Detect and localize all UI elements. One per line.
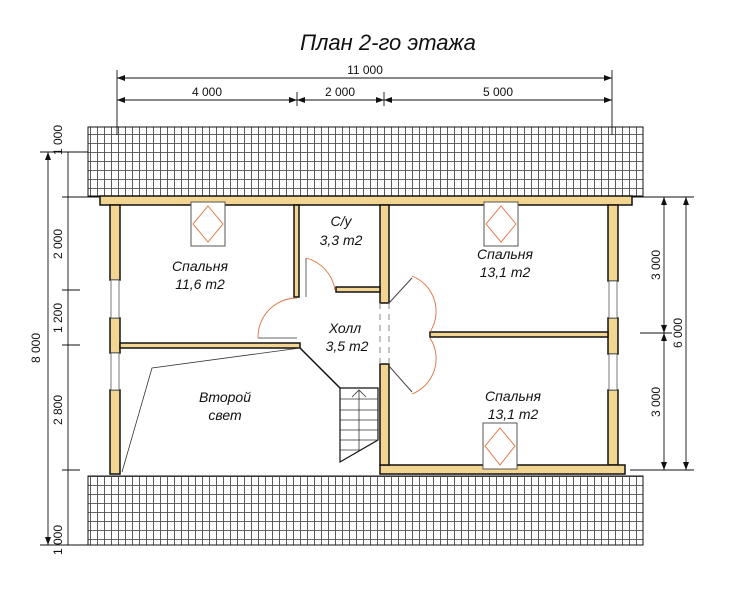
windows (110, 279, 618, 391)
dim-left-1: 1 000 (51, 125, 65, 155)
room-hall-name: Холл (328, 320, 361, 336)
doors (257, 257, 437, 395)
dim-top-1: 4 000 (192, 85, 222, 99)
room-bedroom-top-right-name: Спальня (477, 246, 533, 262)
dim-right-2: 3 000 (649, 387, 663, 417)
skylights (190, 201, 519, 470)
dim-left-4: 2 800 (51, 395, 65, 425)
dim-left-5: 1 000 (51, 525, 65, 555)
room-bathroom-name: С/у (331, 213, 353, 229)
dim-top-3: 5 000 (483, 85, 513, 99)
right-dimensions: 3 000 3 000 6 000 (630, 196, 694, 471)
room-bedroom-left-area: 11,6 m2 (175, 276, 225, 292)
room-bedroom-top-right-area: 13,1 m2 (480, 264, 531, 280)
dim-right-1: 3 000 (649, 250, 663, 280)
room-bedroom-left-name: Спальня (172, 258, 228, 274)
dim-top-total: 11 000 (347, 63, 383, 77)
dim-left-2: 2 000 (51, 229, 65, 259)
room-hall-area: 3,5 m2 (326, 338, 369, 354)
roof-top (87, 126, 644, 197)
room-second-light-name: Второй (199, 389, 251, 405)
room-bathroom-area: 3,3 m2 (320, 232, 363, 248)
dim-right-total: 6 000 (671, 318, 685, 348)
stairs (121, 347, 379, 473)
roof-bottom (87, 475, 644, 546)
room-bedroom-bottom-right-name: Спальня (485, 388, 541, 404)
dim-left-total: 8 000 (29, 333, 43, 363)
room-bedroom-bottom-right-area: 13,1 m2 (488, 406, 539, 422)
dim-left-3: 1 200 (51, 303, 65, 333)
room-second-light-name2: свет (208, 407, 242, 423)
top-dimensions: 11 000 4 000 2 000 5 000 (116, 63, 613, 135)
left-dimensions: 8 000 1 000 2 000 1 200 2 800 1 000 (29, 125, 100, 555)
dim-top-2: 2 000 (325, 85, 355, 99)
plan-title: План 2-го этажа (300, 30, 476, 55)
